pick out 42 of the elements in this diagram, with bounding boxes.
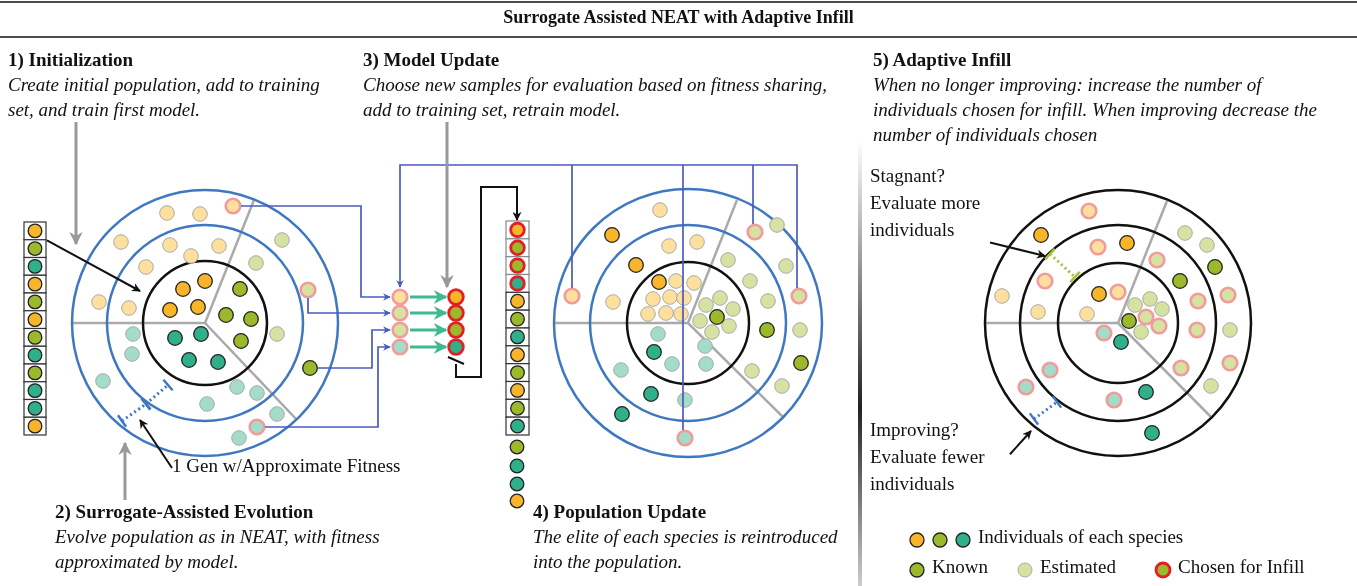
- legend-label: Estimated: [1040, 556, 1116, 578]
- annotation-text: Improving? Evaluate fewer individuals: [870, 416, 1010, 497]
- legend-label: Known: [932, 556, 988, 578]
- sample-column: [390, 287, 410, 357]
- arrow: [447, 186, 522, 378]
- selection-connector: [240, 205, 391, 301]
- annotation-text: Stagnant? Evaluate more individuals: [870, 162, 990, 243]
- step-description: Evolve population as in NEAT, with fitness approximated by model.: [55, 525, 381, 574]
- step-heading: 2) Surrogate-Assisted Evolution: [55, 500, 315, 524]
- arrow: [410, 340, 448, 354]
- species-ring-drawing: [983, 188, 1254, 459]
- diagram-title: Surrogate Assisted NEAT with Adaptive Infill: [502, 7, 855, 28]
- step-heading: 4) Population Update: [533, 500, 708, 524]
- species-ring-drawing: [552, 187, 825, 460]
- pointer-arrow: [118, 441, 132, 500]
- species-ring-drawing: [70, 188, 342, 460]
- selection-connector: [396, 164, 798, 431]
- step-description: The elite of each species is reintroduced into the population.: [533, 525, 839, 574]
- step-heading: 3) Model Update: [363, 48, 501, 72]
- legend-label: Individuals of each species: [978, 526, 1184, 548]
- step-description: Choose new samples for evaluation based on fitness sharing, add to training set, retrain model.: [363, 73, 828, 122]
- step-description: When no longer improving: increase the number of individuals chosen for infill. When improving decrease the number of individuals chosen: [873, 73, 1318, 147]
- sample-column: [446, 287, 467, 357]
- arrow: [46, 239, 141, 292]
- pointer-arrow: [69, 122, 83, 246]
- step-heading: 5) Adaptive Infill: [873, 48, 1013, 72]
- arrow: [410, 323, 448, 337]
- arrow: [139, 419, 173, 469]
- pointer-arrow: [440, 122, 454, 289]
- selection-connector: [317, 326, 391, 369]
- arrow: [989, 241, 1046, 259]
- population-column: [505, 220, 530, 510]
- arrow: [1009, 430, 1032, 456]
- arrow: [410, 290, 448, 304]
- selection-connector: [264, 343, 391, 428]
- step-heading: 1) Initialization: [8, 48, 135, 72]
- selection-connector: [307, 297, 391, 317]
- annotation-text: 1 Gen w/Approximate Fitness: [172, 452, 472, 479]
- step-description: Create initial population, add to training set, and train first model.: [8, 73, 321, 122]
- legend-label: Chosen for Infill: [1178, 556, 1305, 578]
- population-column: [23, 221, 47, 436]
- arrow: [410, 306, 448, 320]
